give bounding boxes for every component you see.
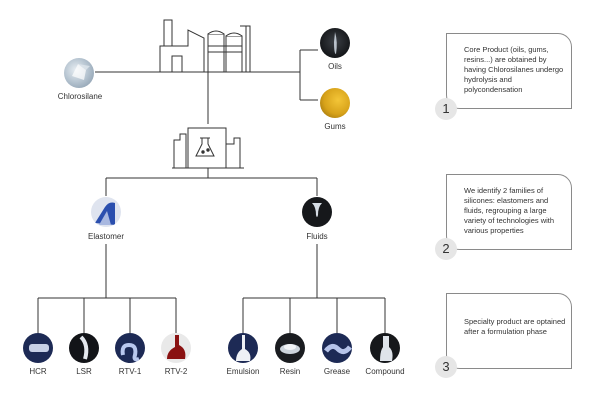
factory-icon [158, 19, 254, 73]
grease-label: Grease [323, 367, 351, 376]
fluids-label: Fluids [306, 232, 328, 241]
hcr-node [23, 333, 53, 363]
info-card-2-number: 2 [435, 238, 457, 260]
lsr-label: LSR [76, 367, 92, 376]
oil-drop-icon [334, 32, 337, 54]
info-card-2: We identify 2 families of silicones: ela… [446, 174, 572, 250]
rtv1-node [115, 333, 145, 363]
hcr-icon [29, 344, 49, 352]
info-card-2-text: We identify 2 families of silicones: ela… [464, 186, 555, 235]
resin-label: Resin [279, 367, 301, 376]
emulsion-node [228, 333, 258, 363]
lab-factory-icon [172, 127, 244, 169]
lsr-icon [79, 335, 89, 360]
grease-icon [324, 343, 352, 355]
rtv1-label: RTV-1 [118, 367, 142, 376]
hcr-label: HCR [29, 367, 47, 376]
info-card-3-number: 3 [435, 356, 457, 378]
fluids-node [302, 197, 332, 227]
oils-node [320, 28, 350, 58]
info-card-1-number: 1 [435, 98, 457, 120]
compound-icon [380, 336, 393, 361]
emulsion-icon [236, 335, 251, 361]
emulsion-label: Emulsion [226, 367, 260, 376]
rtv2-node [161, 333, 191, 363]
rtv2-icon [167, 335, 186, 359]
compound-node [370, 333, 400, 363]
info-card-1: Core Product (oils, gums, resins...) are… [446, 33, 572, 109]
resin-icon [280, 344, 300, 354]
crystal-icon [72, 64, 90, 80]
elastomer-node [91, 197, 121, 227]
rtv1-icon [120, 342, 140, 362]
grease-node [322, 333, 352, 363]
rtv2-label: RTV-2 [164, 367, 188, 376]
lsr-node [69, 333, 99, 363]
oils-label: Oils [328, 62, 342, 71]
fluid-drop-icon [312, 203, 322, 217]
info-card-3: Specialty product are optained after a f… [446, 293, 572, 369]
compound-label: Compound [365, 367, 405, 376]
info-card-3-text: Specialty product are optained after a f… [464, 317, 566, 336]
gums-label: Gums [324, 122, 346, 131]
info-card-1-text: Core Product (oils, gums, resins...) are… [464, 45, 564, 94]
gums-node [320, 88, 350, 118]
elastomer-label: Elastomer [87, 232, 125, 241]
resin-node [275, 333, 305, 363]
chlorosilane-label: Chlorosilane [57, 92, 103, 101]
elastomer-icon [95, 202, 115, 225]
chlorosilane-node [64, 58, 94, 88]
